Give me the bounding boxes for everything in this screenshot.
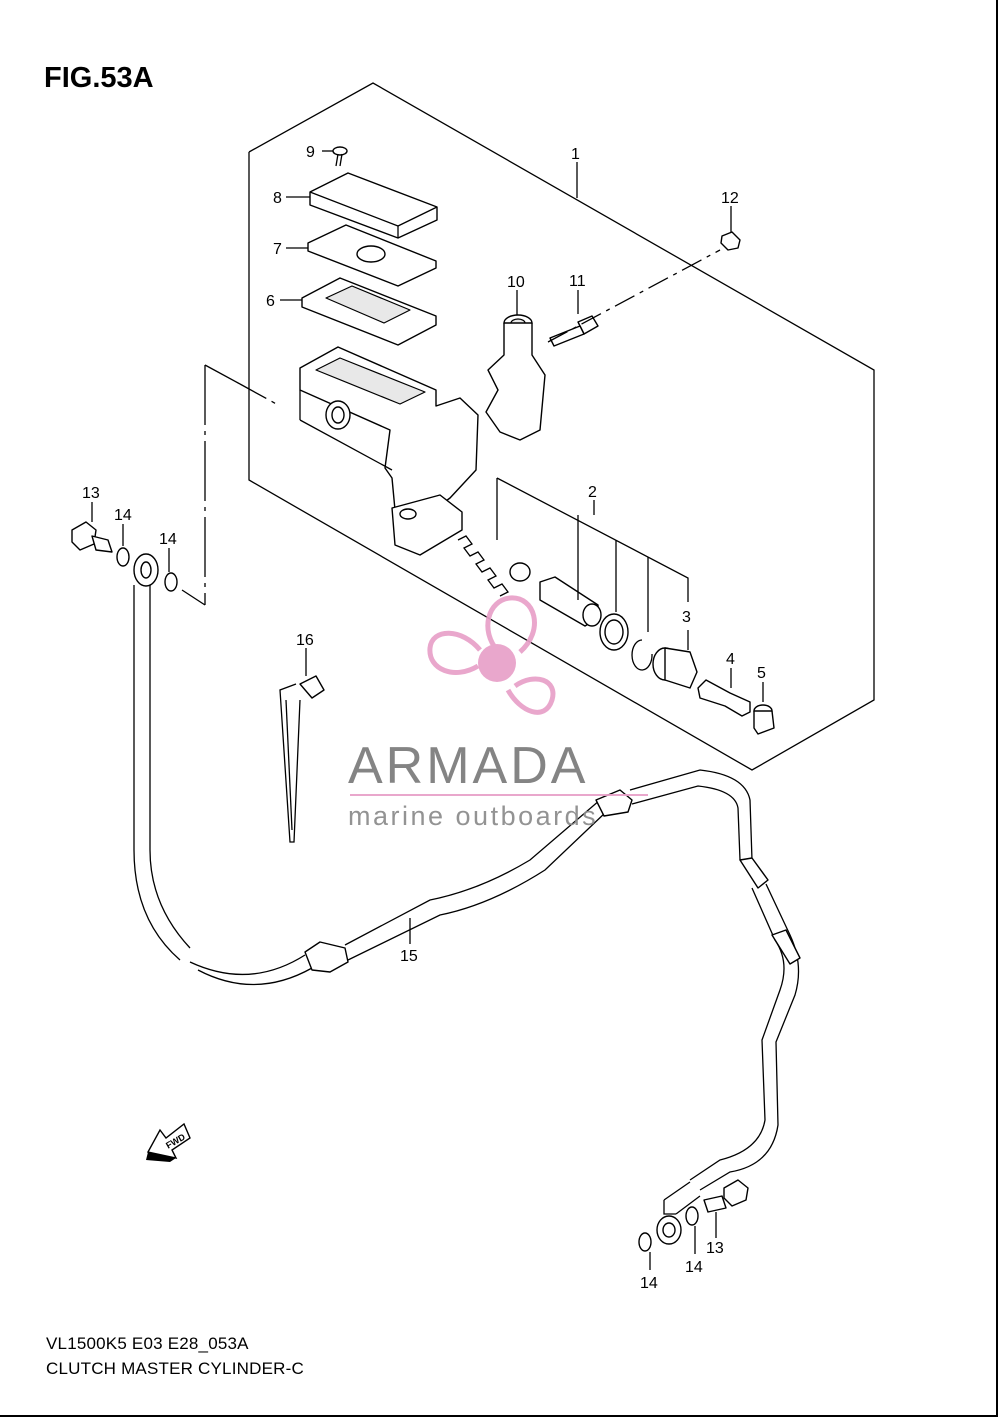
fwd-arrow-icon: FWD bbox=[146, 1122, 191, 1162]
callout-16: 16 bbox=[296, 632, 314, 649]
figure-title: FIG.53A bbox=[44, 62, 154, 94]
part-12-nut bbox=[720, 231, 741, 251]
part-13-banjo-bolt-top bbox=[71, 521, 113, 553]
part-2-piston-kit bbox=[457, 535, 698, 689]
caption-part-name: CLUTCH MASTER CYLINDER-C bbox=[46, 1359, 304, 1378]
callout-11: 11 bbox=[569, 273, 586, 290]
callout-13-top: 13 bbox=[82, 485, 100, 502]
callout-14-c: 14 bbox=[640, 1275, 658, 1292]
callout-10: 10 bbox=[507, 274, 525, 291]
callout-4: 4 bbox=[726, 651, 735, 668]
callout-5: 5 bbox=[757, 665, 766, 682]
part-16-clamp bbox=[279, 675, 325, 843]
callout-1: 1 bbox=[571, 146, 580, 163]
caption-model-code: VL1500K5 E03 E28_053A bbox=[46, 1334, 249, 1353]
part-8-cap bbox=[309, 172, 438, 239]
part-14-washer-b bbox=[164, 572, 178, 592]
propeller-icon bbox=[427, 595, 556, 715]
part-9-screw bbox=[332, 146, 348, 167]
callout-2: 2 bbox=[588, 484, 597, 501]
assembly-boundary bbox=[248, 82, 875, 771]
callout-13-bottom: 13 bbox=[706, 1240, 724, 1257]
callout-12: 12 bbox=[721, 190, 739, 207]
callout-3: 3 bbox=[682, 609, 691, 626]
part-4-push-rod bbox=[697, 679, 751, 717]
watermark-tagline: marine outboards bbox=[348, 801, 598, 831]
callout-8: 8 bbox=[273, 190, 282, 207]
part-15-clutch-hose bbox=[133, 553, 801, 1245]
callout-15: 15 bbox=[400, 948, 418, 965]
part-10-holder bbox=[485, 314, 546, 441]
callout-7: 7 bbox=[273, 241, 282, 258]
callout-14-d: 14 bbox=[685, 1259, 703, 1276]
master-cylinder-body bbox=[299, 346, 479, 556]
callout-6: 6 bbox=[266, 293, 275, 310]
callout-14-b: 14 bbox=[159, 531, 177, 548]
part-14-washer-d bbox=[685, 1206, 699, 1226]
part-11-bolt bbox=[549, 315, 599, 347]
part-13-banjo-bolt-bottom bbox=[703, 1179, 749, 1213]
watermark-logo: ARMADA marine outboards bbox=[348, 595, 648, 831]
propeller-hub bbox=[478, 644, 516, 682]
part-14-washer-a bbox=[116, 547, 130, 567]
callout-14-a: 14 bbox=[114, 507, 132, 524]
part-14-washer-c bbox=[638, 1232, 652, 1252]
watermark-brand: ARMADA bbox=[348, 737, 588, 795]
callout-9: 9 bbox=[306, 144, 315, 161]
part-5-boot bbox=[753, 704, 775, 735]
